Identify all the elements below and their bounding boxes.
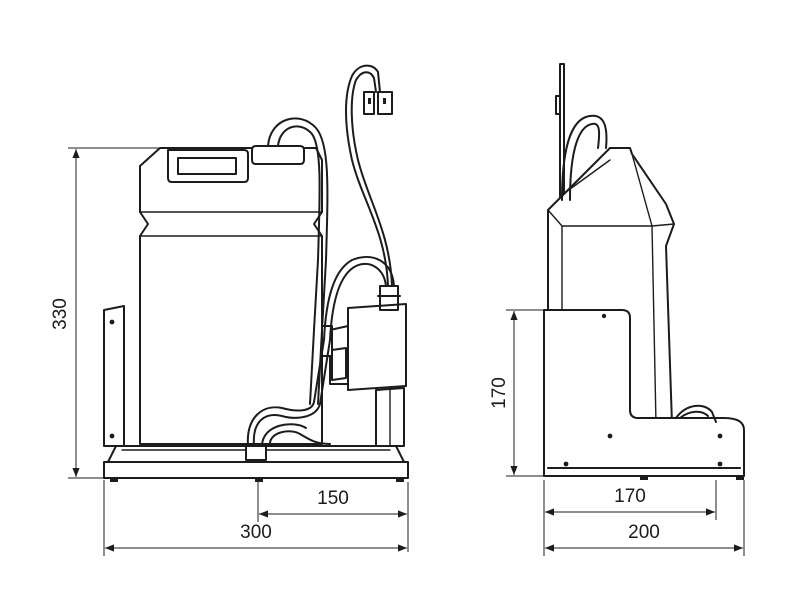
dim-label-300: 300 bbox=[240, 522, 272, 543]
front-bracket bbox=[103, 305, 125, 447]
front-canister bbox=[139, 145, 323, 445]
dimension-depth-base: 150 bbox=[257, 482, 409, 552]
dimension-side-inner: 170 bbox=[543, 480, 717, 556]
side-view bbox=[543, 63, 745, 480]
dim-label-330: 330 bbox=[50, 298, 71, 330]
side-hose bbox=[561, 114, 608, 201]
dim-label-200: 200 bbox=[628, 522, 660, 543]
side-outlet-hose bbox=[675, 404, 717, 423]
dim-label-170-bottom: 170 bbox=[614, 486, 646, 507]
dimension-height-total: 330 bbox=[50, 147, 160, 479]
dim-label-170-side: 170 bbox=[489, 377, 510, 409]
side-holder bbox=[543, 309, 745, 480]
dimension-width-total: 300 bbox=[103, 480, 407, 556]
front-view bbox=[103, 64, 409, 482]
dim-label-150: 150 bbox=[317, 488, 349, 509]
front-suction-hose bbox=[267, 117, 329, 405]
front-pump-unit bbox=[321, 285, 407, 447]
front-outlet-hose bbox=[245, 256, 395, 461]
dimension-side-total: 200 bbox=[545, 480, 745, 556]
dimension-height-side: 170 bbox=[489, 309, 544, 477]
front-power-cable bbox=[345, 64, 393, 287]
